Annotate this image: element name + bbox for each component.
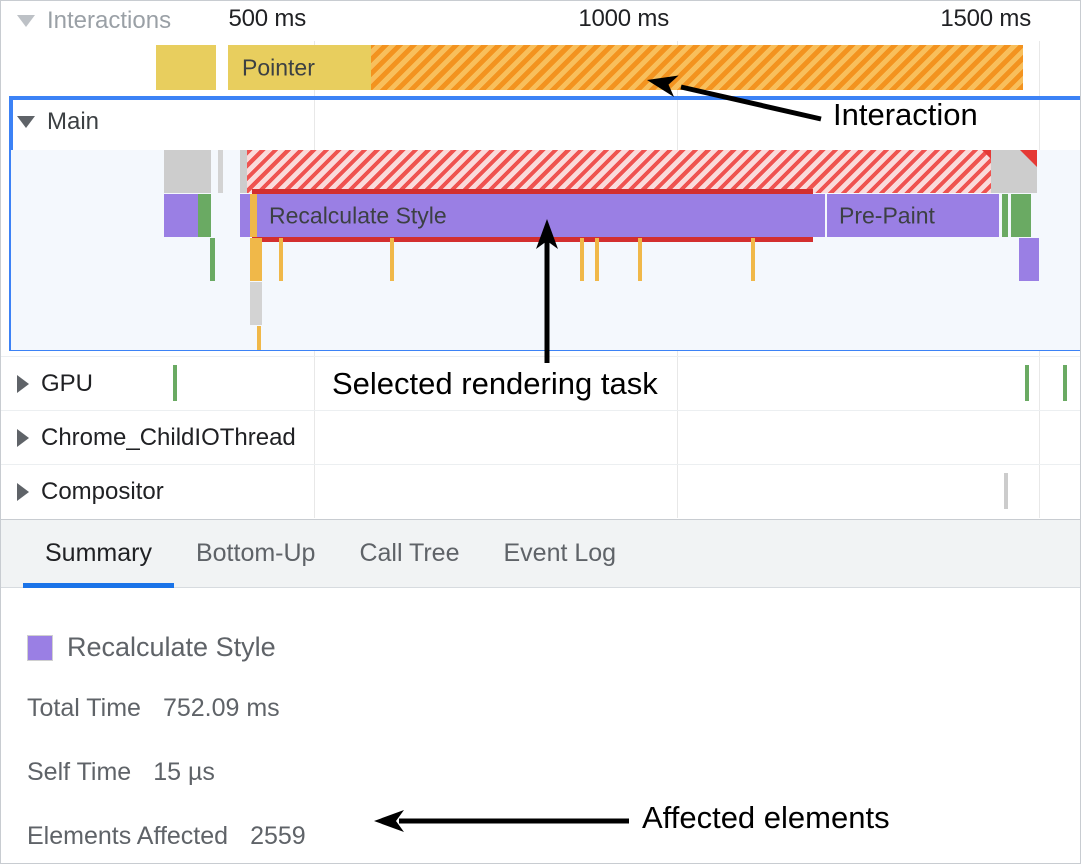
summary-row-key: Elements Affected (27, 822, 229, 850)
ruler-tick-1: 1000 ms (578, 5, 669, 32)
annotation-selected-rendering-task: Selected rendering task (332, 366, 658, 401)
flame-bar[interactable] (257, 326, 261, 350)
sidebar-track-chrome-childiothread[interactable]: Chrome_ChildIOThread (1, 410, 1080, 465)
track-event-marker[interactable] (1063, 365, 1067, 401)
ruler-tick-0: 500 ms (228, 5, 306, 32)
triangle-down-icon[interactable] (17, 115, 35, 128)
flame-bar-label: Pre-Paint (839, 202, 935, 228)
flame-bar[interactable] (751, 238, 755, 281)
tab-call-tree[interactable]: Call Tree (359, 539, 460, 567)
track-header-chrome_childiothread[interactable]: Chrome_ChildIOThread (1, 411, 296, 465)
flame-row-0: Task (11, 150, 1080, 193)
event-color-swatch (27, 634, 53, 661)
flame-row-3 (11, 282, 1080, 325)
summary-event-title: Recalculate Style (27, 632, 276, 663)
track-label: Compositor (41, 478, 164, 505)
sidebar-track-gpu[interactable]: GPU (1, 356, 1080, 411)
summary-row: Elements Affected 2559 (27, 822, 306, 851)
track-event-marker[interactable] (173, 365, 177, 401)
summary-row: Total Time 752.09 ms (27, 694, 280, 723)
triangle-right-icon[interactable] (17, 483, 29, 501)
flame-bar[interactable] (250, 238, 262, 281)
track-event-marker[interactable] (1004, 473, 1008, 509)
flame-chart-main[interactable]: TaskRecalculate Style Pre-Paint (11, 150, 1080, 350)
flame-bar-label: Recalculate Style (269, 202, 447, 228)
flame-bar[interactable] (218, 150, 223, 193)
track-main[interactable]: Main TaskRecalculate Style Pre-Paint (1, 94, 1080, 356)
flame-bar[interactable] (595, 238, 599, 281)
interaction-duration-bar[interactable] (371, 45, 1023, 90)
track-label-main: Main (47, 107, 100, 135)
track-header-compositor[interactable]: Compositor (1, 465, 164, 519)
details-pane: Summary Bottom-Up Call Tree Event Log Recal… (1, 519, 1080, 863)
tab-event-log[interactable]: Event Log (503, 539, 617, 567)
flame-bar[interactable] (390, 238, 394, 281)
summary-row-value: 752.09 ms (162, 694, 280, 722)
triangle-right-icon[interactable] (17, 429, 29, 447)
flame-bar[interactable] (1002, 194, 1008, 237)
flame-row-4 (11, 326, 1080, 350)
interaction-bar-label: Pointer (242, 54, 315, 80)
flame-row-2 (11, 238, 1080, 281)
flame-bar[interactable] (279, 238, 283, 281)
collapsed-track-canvas (1, 357, 1080, 411)
interactions-bars[interactable]: Pointer (1, 45, 1080, 90)
summary-row-key: Self Time (27, 758, 132, 786)
flame-bar[interactable] (1019, 238, 1039, 281)
warning-triangle-icon (1020, 150, 1037, 167)
annotation-affected-elements: Affected elements (642, 800, 890, 835)
interaction-pending-bar[interactable] (156, 45, 216, 90)
triangle-right-icon[interactable] (17, 375, 29, 393)
track-label: Chrome_ChildIOThread (41, 424, 296, 451)
flame-bar[interactable] (808, 194, 825, 237)
summary-row: Self Time 15 µs (27, 758, 215, 787)
sidebar-track-compositor[interactable]: Compositor (1, 464, 1080, 519)
track-header-main[interactable]: Main (1, 94, 99, 149)
tab-summary[interactable]: Summary (23, 520, 174, 588)
flame-bar-recalculate-style[interactable]: Recalculate Style (257, 194, 808, 237)
summary-event-name: Recalculate Style (67, 632, 276, 662)
summary-pane: Recalculate Style Total Time 752.09 ms Sel… (1, 589, 1080, 863)
flame-bar[interactable] (240, 194, 250, 237)
flame-bar[interactable] (164, 150, 211, 193)
track-event-marker[interactable] (1025, 365, 1029, 401)
flame-bar[interactable] (247, 150, 999, 193)
flame-bar[interactable] (210, 238, 215, 281)
flame-bar[interactable] (250, 282, 262, 325)
flame-bar[interactable] (1011, 194, 1031, 237)
ruler-tick-2: 1500 ms (940, 5, 1031, 32)
flame-row-1: Recalculate Style Pre-Paint (11, 194, 1080, 237)
tab-bottom-up[interactable]: Bottom-Up (195, 539, 316, 567)
summary-row-key: Total Time (27, 694, 141, 722)
flame-bar[interactable] (198, 194, 211, 237)
annotation-interaction: Interaction (833, 97, 978, 132)
timeline-region[interactable]: 500 ms 1000 ms 1500 ms Interactions Pointe… (1, 1, 1080, 518)
track-label-interactions: Interactions (47, 7, 172, 34)
details-tabbar[interactable]: Summary Bottom-Up Call Tree Event Log (1, 520, 1080, 588)
interaction-pointer-bar[interactable]: Pointer (228, 45, 371, 90)
flame-bar[interactable] (638, 238, 642, 281)
flame-bar-pre-paint[interactable]: Pre-Paint (827, 194, 999, 237)
track-header-gpu[interactable]: GPU (1, 357, 93, 411)
summary-row-value: 15 µs (153, 758, 215, 786)
timeline-ruler[interactable]: 500 ms 1000 ms 1500 ms (1, 1, 1080, 41)
collapsed-track-canvas (1, 465, 1080, 519)
flame-bar[interactable] (580, 238, 584, 281)
flame-bar[interactable] (164, 194, 198, 237)
track-header-interactions[interactable]: Interactions (1, 1, 171, 41)
triangle-down-icon[interactable] (17, 15, 35, 27)
track-label: GPU (41, 370, 94, 397)
summary-row-value: 2559 (250, 822, 306, 850)
track-interactions[interactable]: Interactions Pointer (1, 1, 1080, 94)
flame-bar[interactable] (991, 150, 1037, 193)
flame-bar[interactable] (250, 194, 257, 237)
